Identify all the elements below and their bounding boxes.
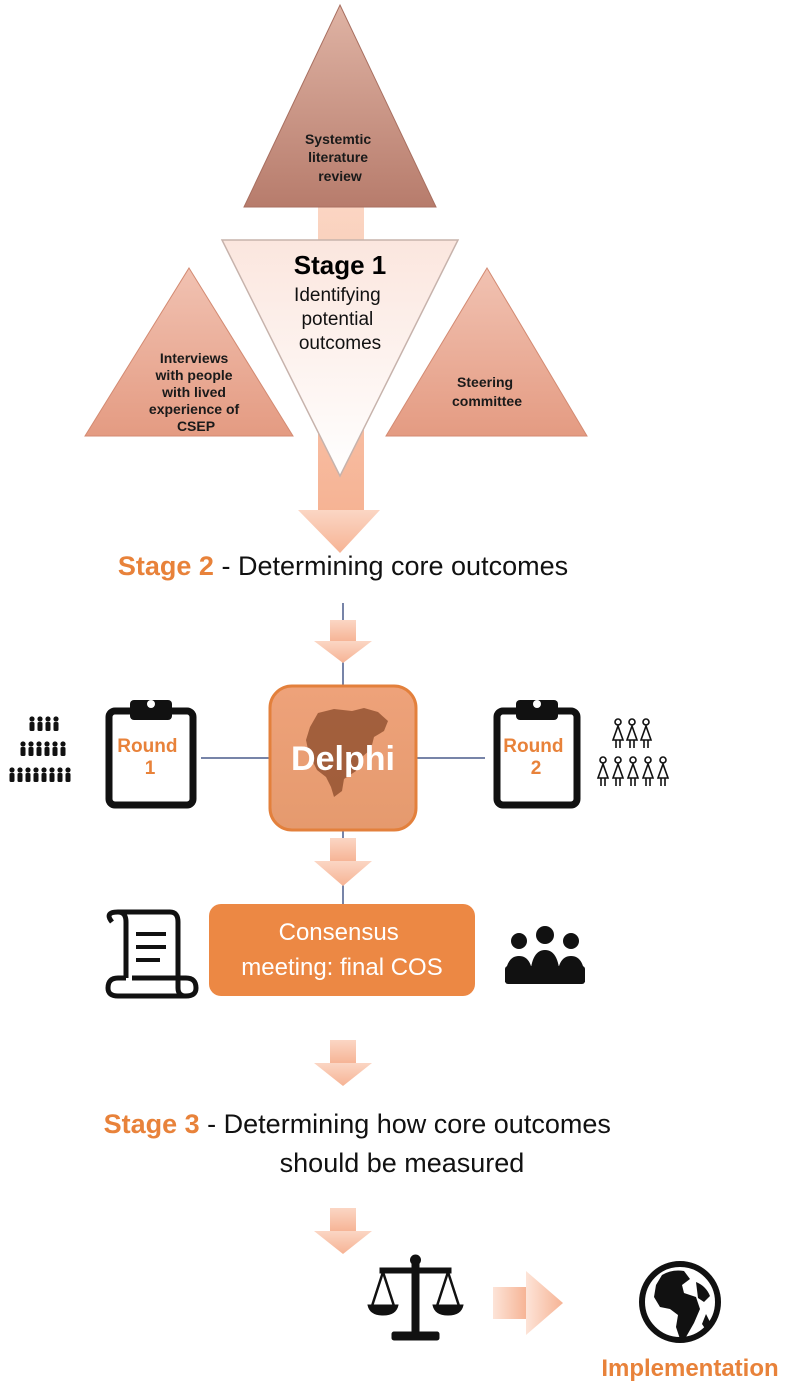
arrow-to-stage3 [314,1040,372,1086]
arrow-to-consensus [314,838,372,886]
stage3-heading: Stage 3 - Determining how core outcomes … [104,1109,619,1178]
meeting-group-icon [505,926,585,984]
consensus-box: Consensus meeting: final COS [209,904,475,996]
interviews-triangle: Interviews with people with lived experi… [84,267,294,437]
balance-scale-icon [367,1254,464,1341]
people-female-icon [596,718,670,786]
round2-clipboard-icon: Round 2 [493,700,581,809]
svg-text:Round 1: Round 1 [117,736,182,779]
steering-committee-triangle: Steering committee [385,267,588,437]
globe-icon [639,1261,721,1343]
scroll-document-icon [105,909,199,999]
implementation-label: Implementation [601,1355,778,1381]
delphi-label: Delphi [291,740,395,778]
north-america-map-icon [306,708,388,797]
svg-text:Steering committee: Steering committee [452,374,522,409]
svg-text:Systemtic literature: Systemtic literature review [305,131,375,184]
svg-text:Interviews with people: Interviews with people with lived experi… [149,350,243,434]
stage1-center-triangle: Stage 1 Identifying potential outcomes [220,239,460,478]
svg-text:Consensus meeting: final: Consensus meeting: final COS [241,919,442,981]
arrow-to-measurement [314,1208,372,1254]
delphi-box: Delphi [268,684,418,832]
round1-clipboard-icon: Round 1 [105,700,197,809]
arrow-to-delphi [314,620,372,663]
people-pyramid-icon [9,716,71,782]
stage1-title: Stage 1 [294,250,387,280]
stage1-subtitle: Identifying potential outcomes [294,285,386,354]
stage2-heading: Stage 2 - Determining core outcomes [118,551,568,581]
svg-text:Round 2: Round 2 [503,736,568,779]
systematic-review-triangle: Systemtic literature review [243,3,437,208]
arrow-to-implementation [493,1271,563,1335]
